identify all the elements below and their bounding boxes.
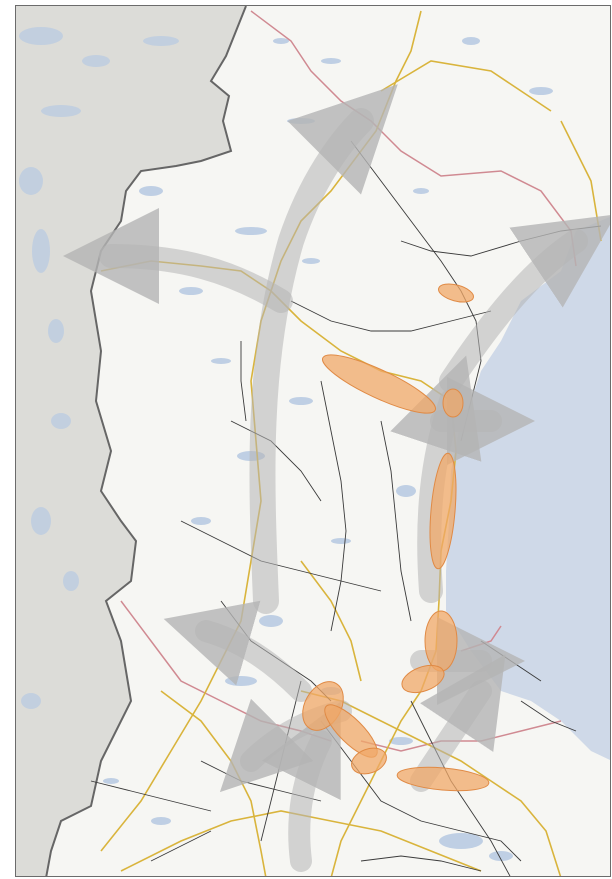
highlight-coast-link <box>401 664 445 694</box>
map-frame[interactable] <box>15 5 611 877</box>
flow-arrow-west <box>63 208 293 313</box>
flow-arrow-southwest <box>163 600 312 702</box>
highlight-coast-node <box>442 388 464 418</box>
highlight-south-node <box>351 747 387 775</box>
highlight-coast-central <box>429 452 457 570</box>
foreign-lakes <box>19 27 179 709</box>
highlight-coast-south <box>424 610 458 672</box>
map-canvas[interactable] <box>16 6 611 877</box>
highlight-south-east <box>396 766 490 792</box>
highlight-corridors <box>302 283 490 792</box>
highlight-north <box>437 283 475 303</box>
national-border <box>45 6 247 876</box>
flow-arrow-south-north <box>261 701 341 872</box>
flow-arrows <box>63 84 610 872</box>
highlight-central-west <box>321 354 437 414</box>
